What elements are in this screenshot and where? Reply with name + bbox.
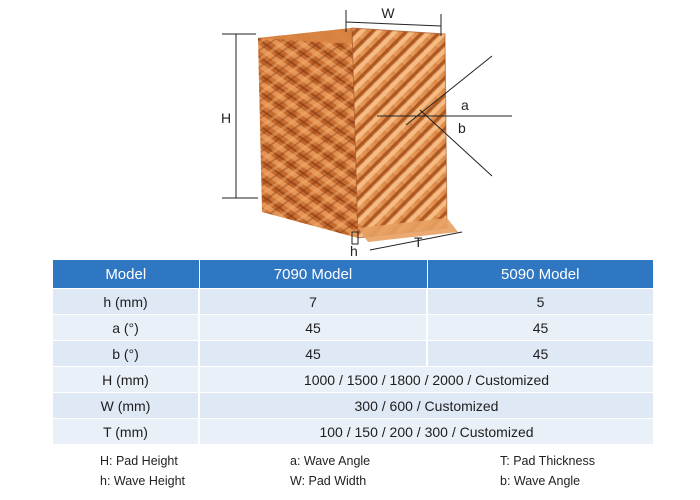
spec-table: Model 7090 Model 5090 Model h (mm) 7 5 a… [53,260,653,444]
legend-item: T: Pad Thickness [500,454,595,468]
header-7090: 7090 Model [199,260,428,289]
table-row: b (°) 45 45 [53,340,653,367]
legend-item: W: Pad Width [290,474,367,488]
thickness-dimension [369,231,463,251]
label-T: T [414,234,423,250]
table-row: H (mm) 1000 / 1500 / 1800 / 2000 / Custo… [53,366,653,393]
cooling-pad-diagram: W H a b h T [221,5,512,258]
width-dimension [345,10,442,36]
row-label: W (mm) [53,392,200,419]
cell-5090: 45 [427,314,653,341]
row-label: a (°) [53,314,200,341]
label-b: b [458,120,466,136]
height-dimension [222,33,258,199]
legend-item: h: Wave Height [100,474,185,488]
pad-bottom-edge [358,218,458,242]
row-label: b (°) [53,340,200,367]
cell-merged: 100 / 150 / 200 / 300 / Customized [199,418,653,444]
cell-5090: 5 [427,288,653,315]
table-row: h (mm) 7 5 [53,288,653,315]
legend-item: H: Pad Height [100,454,178,468]
label-a: a [461,97,469,113]
label-W: W [381,5,395,21]
legend-item: b: Wave Angle [500,474,581,488]
header-model: Model [53,260,200,289]
table-row: W (mm) 300 / 600 / Customized [53,392,653,419]
header-5090: 5090 Model [427,260,653,289]
cell-merged: 300 / 600 / Customized [199,392,653,419]
wave-height-dimension [351,231,359,245]
table-row: T (mm) 100 / 150 / 200 / 300 / Customize… [53,418,653,444]
table-header-row: Model 7090 Model 5090 Model [53,260,653,289]
pad-front-face [258,28,358,238]
cell-merged: 1000 / 1500 / 1800 / 2000 / Customized [199,366,653,393]
row-label: H (mm) [53,366,200,393]
label-h: h [350,243,358,258]
legend-item: a: Wave Angle [290,454,371,468]
label-H: H [221,110,231,126]
cell-7090: 45 [199,340,428,367]
row-label: T (mm) [53,418,200,444]
pad-side-face [351,27,448,239]
wave-angle-lines [377,55,512,177]
row-label: h (mm) [53,288,200,315]
cell-5090: 45 [427,340,653,367]
legend: H: Pad Height a: Wave Angle T: Pad Thick… [0,450,700,492]
cell-7090: 7 [199,288,428,315]
cell-7090: 45 [199,314,428,341]
table-row: a (°) 45 45 [53,314,653,341]
